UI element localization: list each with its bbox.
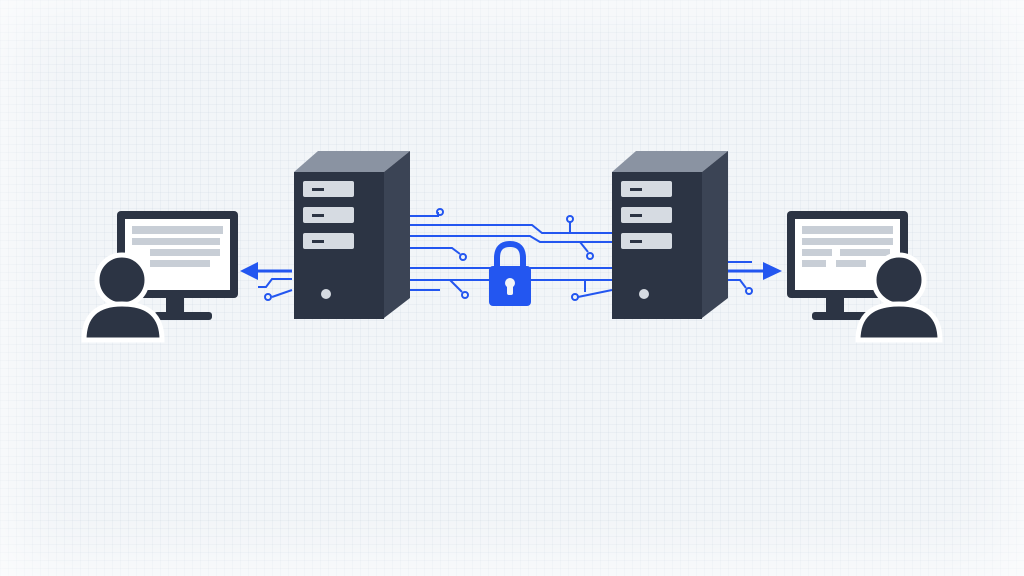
person-left-icon (81, 252, 165, 343)
server-right-icon (612, 151, 728, 319)
user-right-icon (787, 211, 943, 343)
server-left-icon (294, 151, 410, 319)
arrow-to-left-user (240, 262, 293, 301)
encrypted-connection (410, 208, 613, 301)
arrow-to-right-user (728, 261, 782, 295)
person-right-icon (855, 252, 943, 343)
user-left-icon (81, 211, 238, 343)
padlock-icon (489, 240, 531, 306)
